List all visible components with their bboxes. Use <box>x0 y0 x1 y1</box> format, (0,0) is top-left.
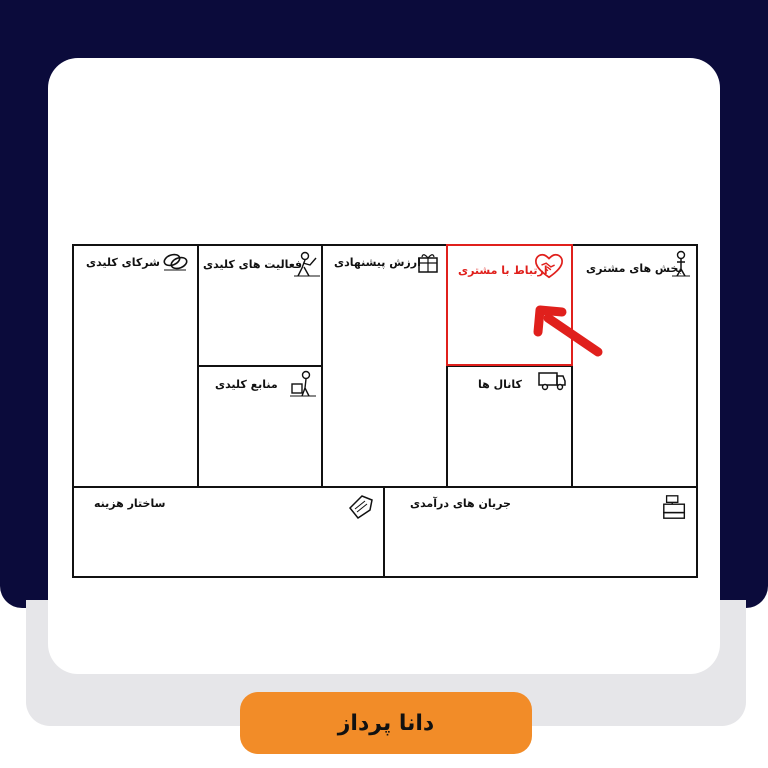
gift-icon <box>418 254 438 273</box>
revenue-streams-label: جریان های درآمدی <box>410 497 511 510</box>
heart-handshake-icon <box>535 253 563 279</box>
person-icon <box>672 250 690 277</box>
worker-icon <box>294 251 320 277</box>
worker-box-icon <box>290 370 316 397</box>
divider <box>197 365 323 367</box>
link-icon <box>163 253 188 271</box>
cash-register-icon <box>663 495 686 519</box>
value-propositions-label: ارزش پیشنهادی <box>334 256 421 269</box>
cost-tag-icon <box>348 495 373 520</box>
customer-relationships-highlight <box>446 244 573 366</box>
customer-relationships-label: ارتباط با مشتری <box>458 264 548 277</box>
customer-segments-label: بخش های مشتری <box>586 262 683 275</box>
brand-name: دانا پرداز <box>337 710 435 736</box>
key-resources-label: منابع کلیدی <box>215 378 278 391</box>
key-partners-label: شرکای کلیدی <box>86 256 160 269</box>
divider <box>446 365 573 367</box>
business-model-canvas <box>72 244 698 578</box>
truck-icon <box>538 372 566 391</box>
divider <box>383 486 385 578</box>
divider <box>72 486 698 488</box>
cost-structure-label: ساختار هزینه <box>94 497 166 510</box>
red-arrow-icon <box>533 305 603 357</box>
key-activities-label: فعالیت های کلیدی <box>203 258 303 271</box>
brand-button[interactable]: دانا پرداز <box>240 692 532 754</box>
channels-label: کانال ها <box>478 378 522 391</box>
